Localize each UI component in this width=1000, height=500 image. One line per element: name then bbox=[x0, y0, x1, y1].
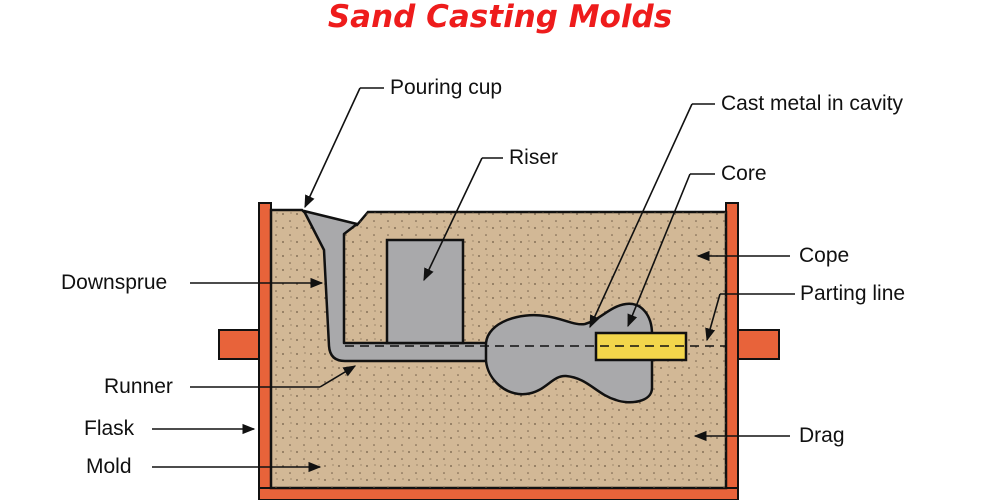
arrow-parting-line bbox=[705, 293, 721, 342]
diagram-title: Sand Casting Molds bbox=[327, 0, 673, 35]
flask-pin-right bbox=[737, 329, 780, 360]
label-flask: Flask bbox=[84, 417, 135, 440]
label-runner: Runner bbox=[104, 375, 173, 398]
label-cast-metal: Cast metal in cavity bbox=[721, 92, 904, 115]
label-parting-line: Parting line bbox=[800, 282, 906, 305]
arrow-runner bbox=[319, 365, 357, 388]
flask-bottom bbox=[258, 487, 739, 500]
flask-wall-left bbox=[258, 202, 272, 500]
label-core: Core bbox=[721, 162, 767, 185]
label-downsprue: Downsprue bbox=[61, 271, 168, 294]
label-drag: Drag bbox=[799, 424, 845, 447]
arrow-riser bbox=[423, 157, 483, 282]
label-riser: Riser bbox=[509, 146, 559, 169]
flask-wall-right bbox=[725, 202, 739, 500]
arrow-cast-metal bbox=[589, 103, 693, 329]
label-pouring-cup: Pouring cup bbox=[390, 76, 503, 99]
label-mold: Mold bbox=[86, 455, 132, 478]
core bbox=[594, 331, 688, 362]
arrow-core bbox=[627, 173, 691, 328]
label-cope: Cope bbox=[799, 244, 850, 267]
flask-pin-left bbox=[218, 329, 262, 360]
arrow-pouring-cup bbox=[304, 87, 361, 209]
riser bbox=[385, 238, 465, 345]
